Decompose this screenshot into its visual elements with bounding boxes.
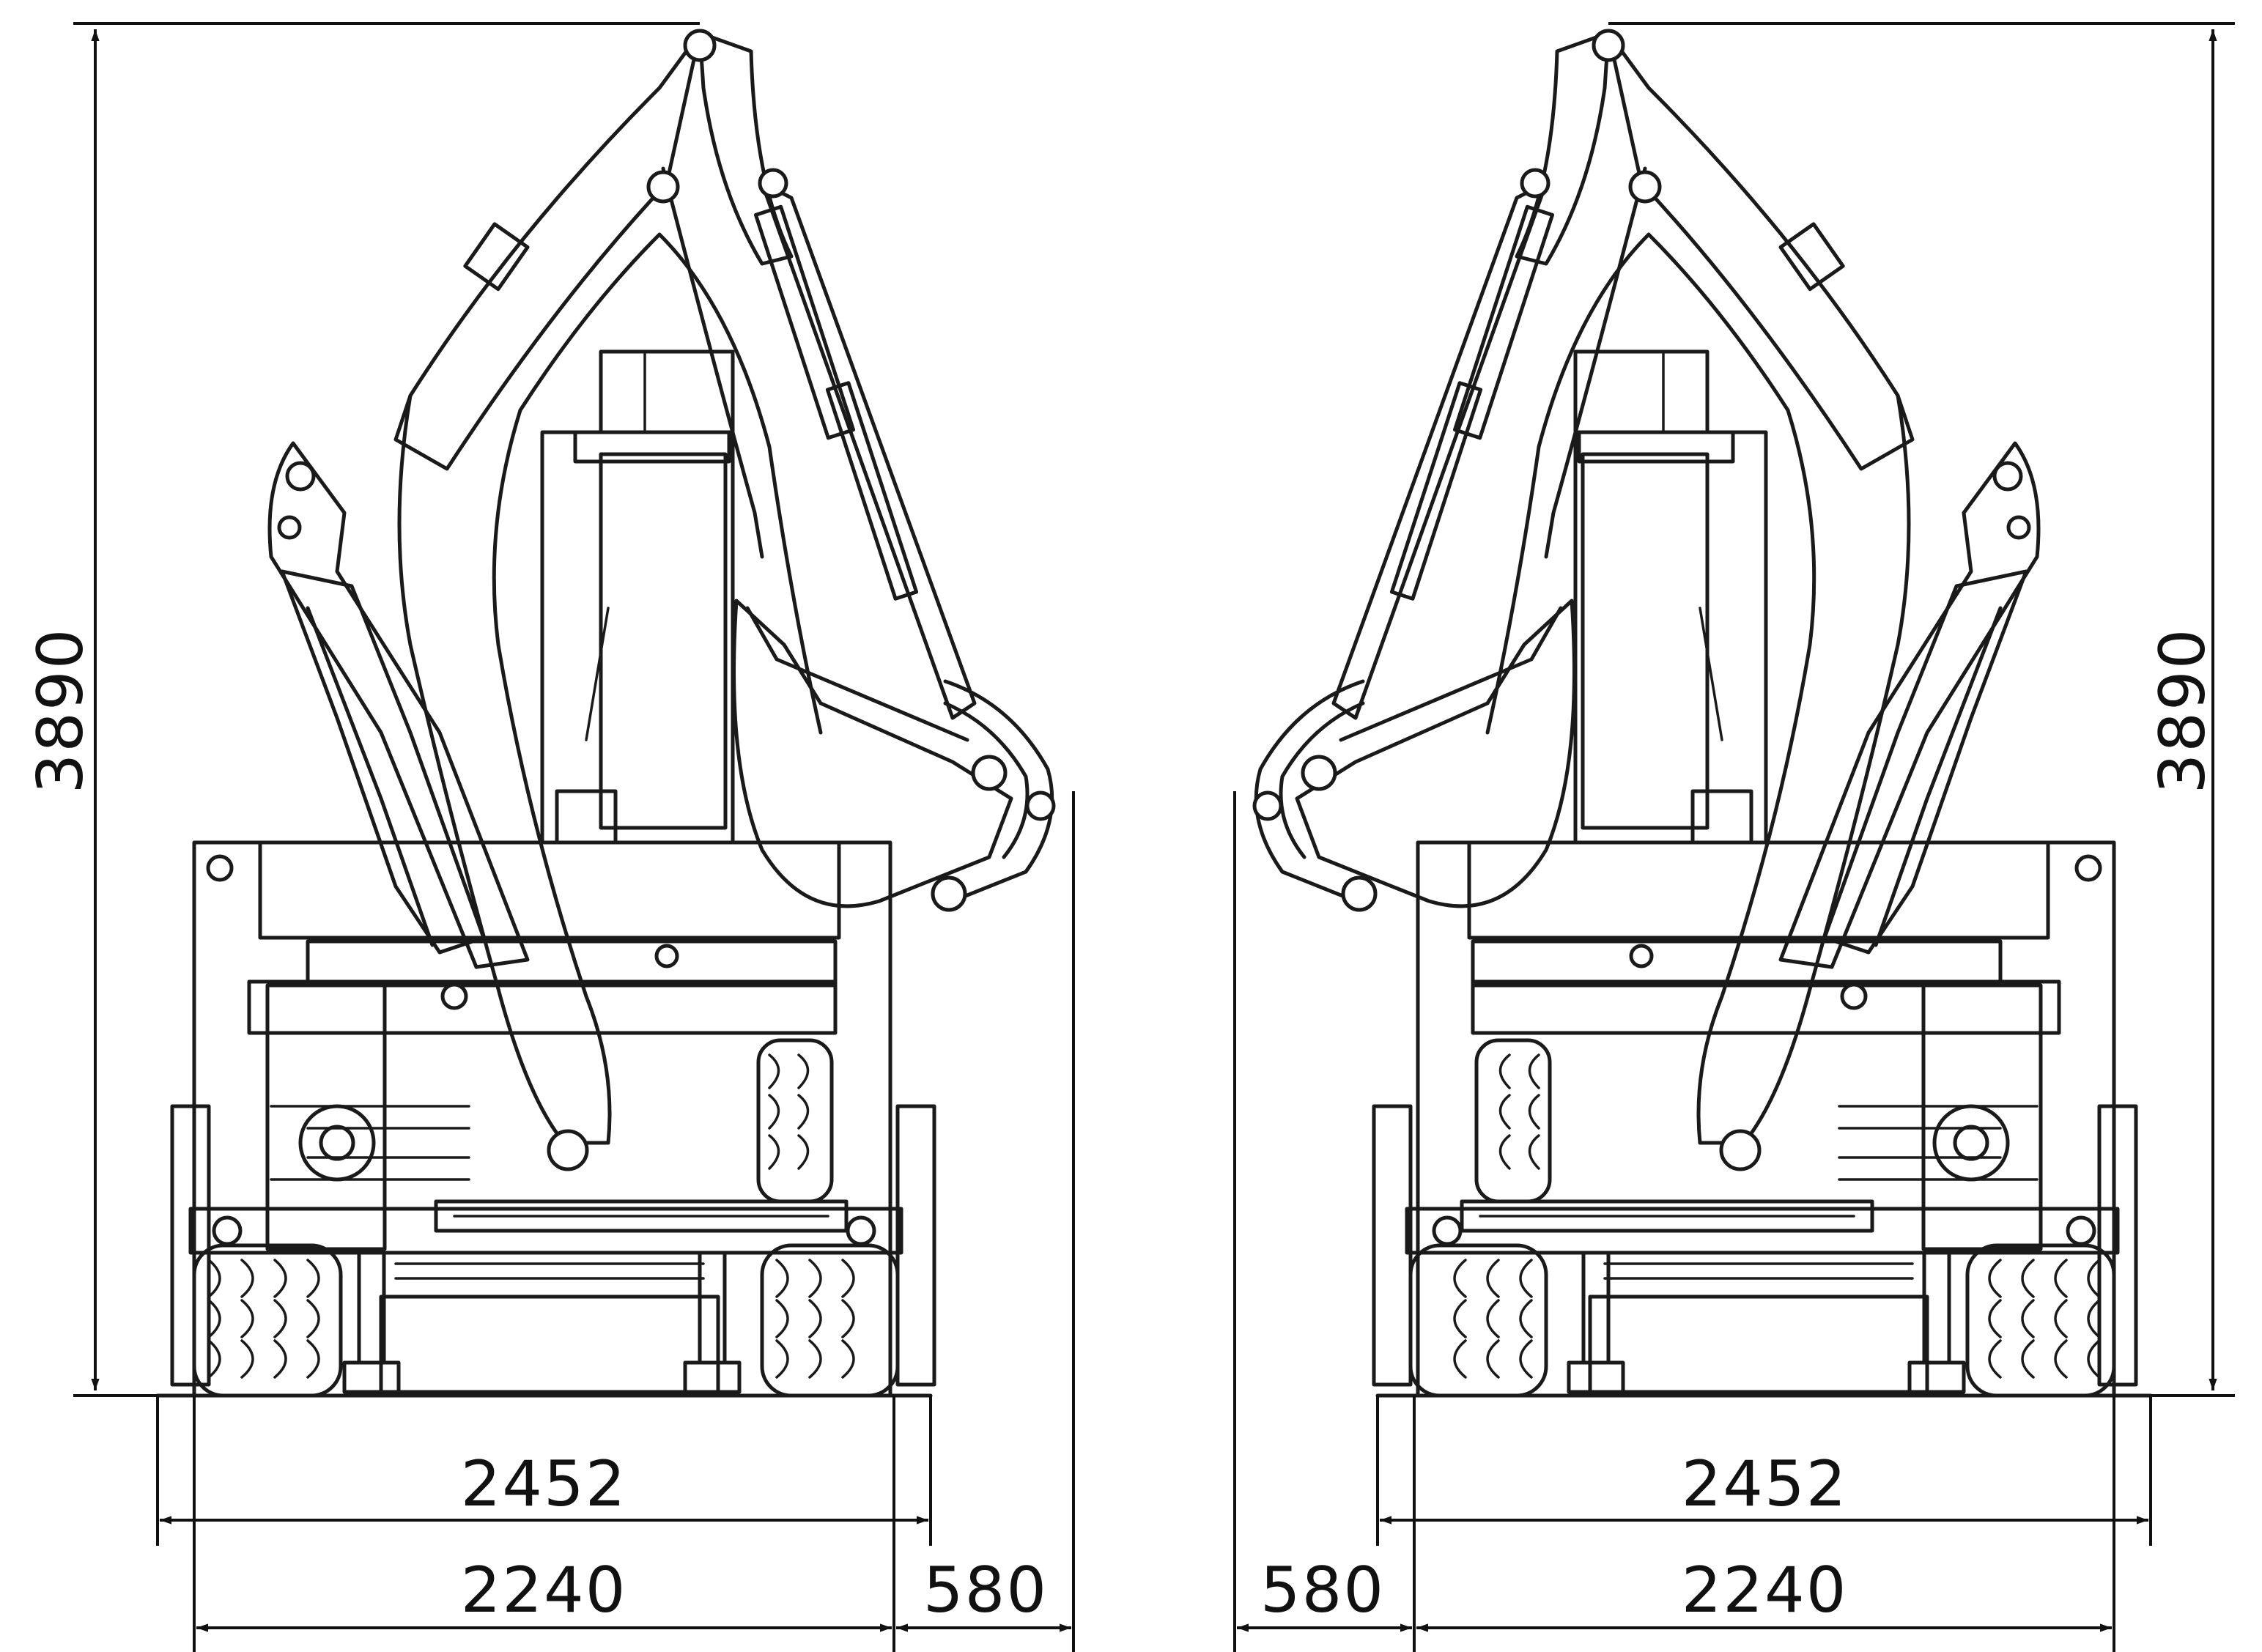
side-offset-label-left: 580 <box>923 1554 1048 1627</box>
height-dimension-right: 3890 <box>1608 22 2235 1397</box>
left-view: 3890 2452 2240 580 <box>24 22 1075 1652</box>
machine-outline-right <box>1254 31 2151 1396</box>
outer-width-label-right: 2452 <box>1682 1448 1848 1521</box>
track-width-label-left: 2240 <box>461 1554 627 1627</box>
height-dimension-left: 3890 <box>24 22 700 1397</box>
outer-width-label-left: 2452 <box>461 1448 627 1521</box>
width-dimensions-left: 2452 2240 580 <box>156 791 1075 1652</box>
height-label-right: 3890 <box>2146 628 2220 794</box>
machine-outline-left <box>158 31 1054 1396</box>
side-offset-label-right: 580 <box>1260 1554 1385 1627</box>
width-dimensions-right: 2452 2240 580 <box>1233 791 2152 1652</box>
height-label-left: 3890 <box>24 628 97 794</box>
right-view: 3890 2452 2240 580 <box>1233 22 2235 1652</box>
track-width-label-right: 2240 <box>1682 1554 1848 1627</box>
